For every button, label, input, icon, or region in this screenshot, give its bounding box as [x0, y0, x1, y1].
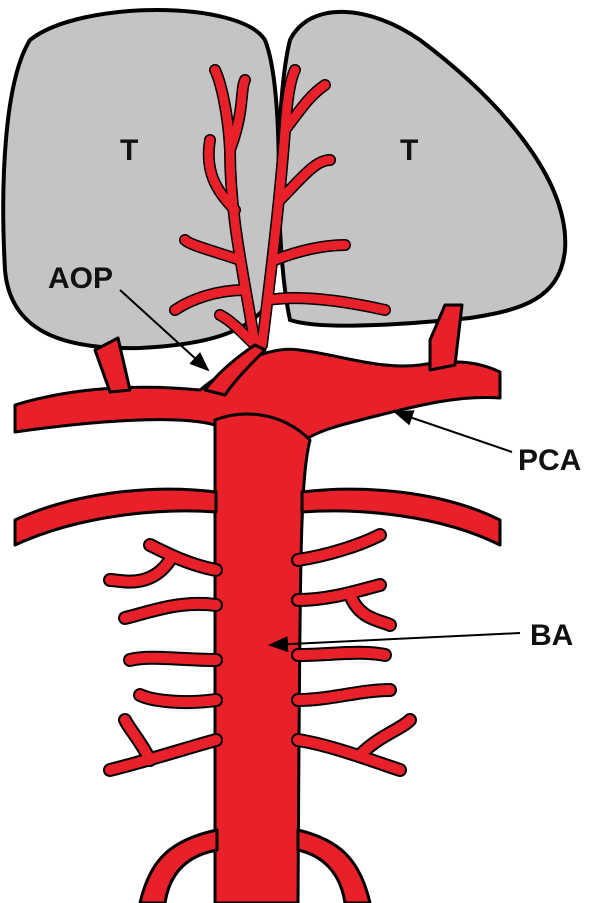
left-thalamic-stem: [93, 336, 132, 394]
label-ba: BA: [530, 619, 573, 652]
right-thalamus: [276, 9, 568, 328]
left-thalamus: [1, 8, 281, 351]
right-superior-cerebellar-artery: [300, 487, 502, 547]
aop-pointer-arrow: [119, 289, 210, 372]
basilar-artery: [213, 412, 312, 903]
label-aop: AOP: [48, 262, 113, 295]
left-superior-cerebellar-artery: [13, 487, 218, 547]
label-thalamus-right: T: [400, 134, 418, 167]
percheron-trunk: [203, 343, 267, 397]
ba-pointer-arrow: [268, 632, 521, 653]
right-caudal-branch: [296, 828, 372, 903]
label-pca: PCA: [518, 444, 581, 477]
pca-pointer-arrow: [393, 410, 513, 453]
left-caudal-branch: [138, 828, 219, 903]
pontine-branches: [103, 528, 417, 777]
label-thalamus-left: T: [120, 134, 138, 167]
right-thalamic-stem: [428, 303, 464, 372]
perforating-branches: [169, 64, 391, 351]
